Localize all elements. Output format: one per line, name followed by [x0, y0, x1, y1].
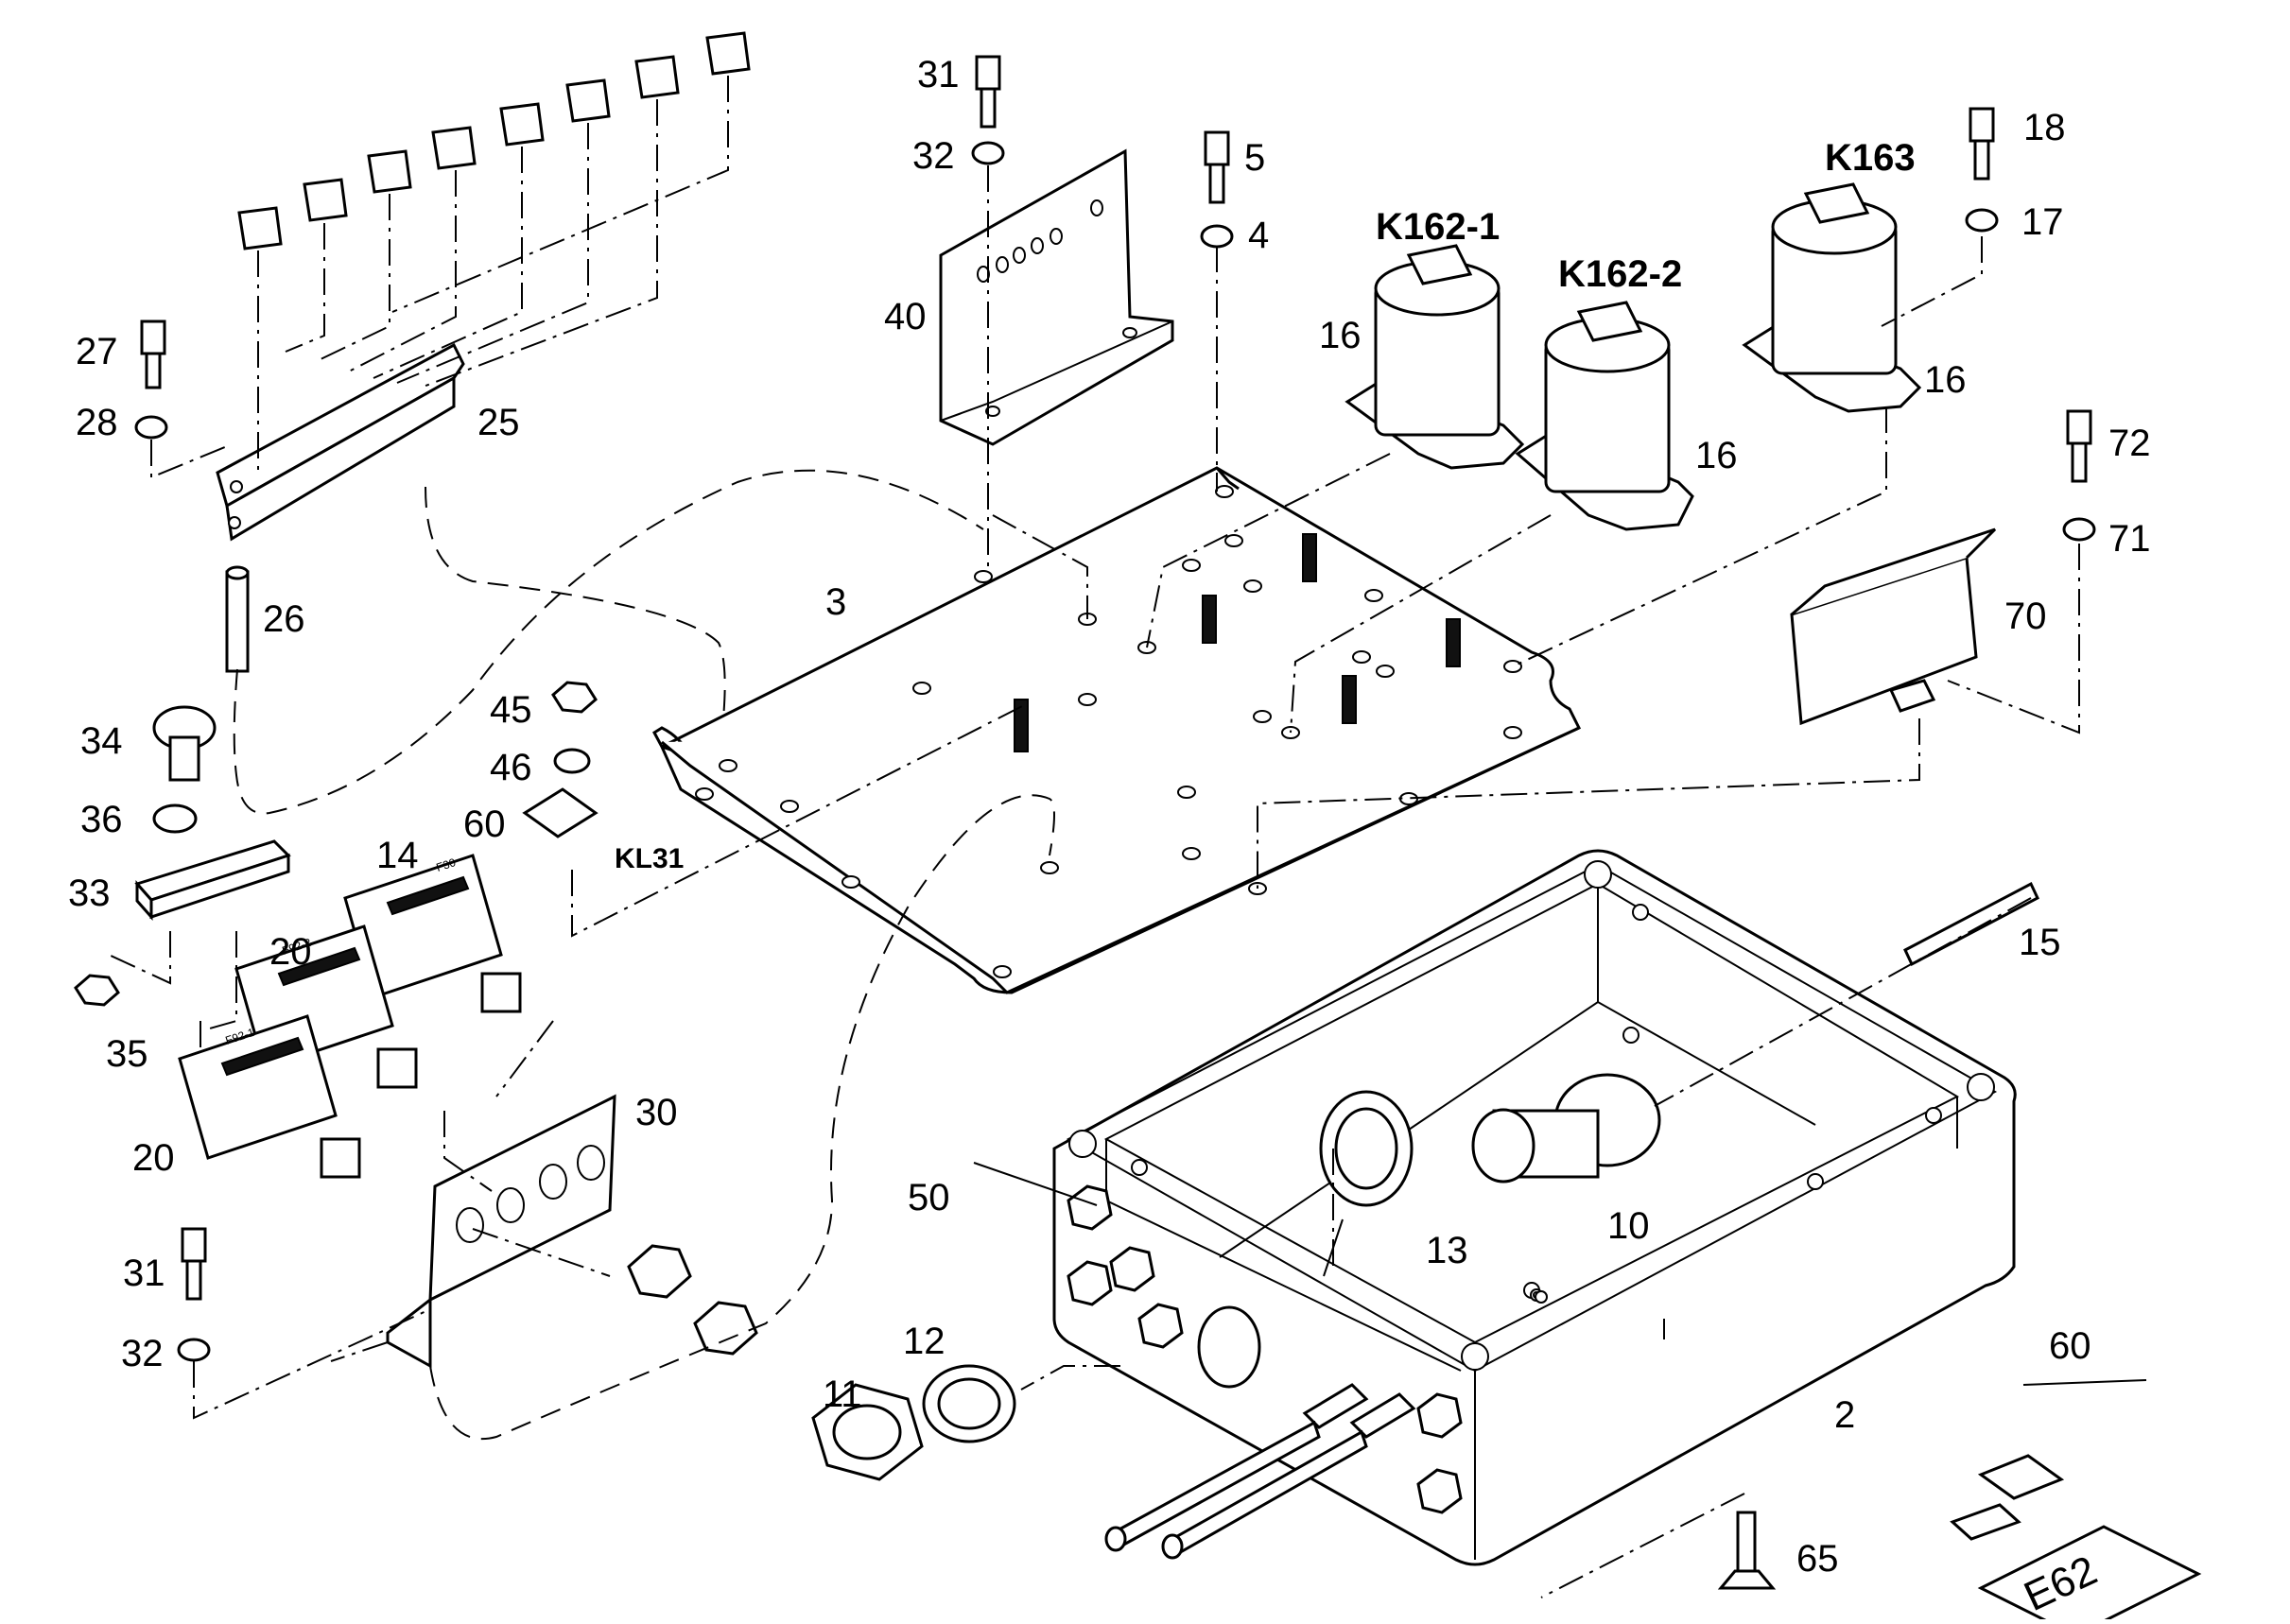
module-70: [1790, 527, 1997, 726]
callout-11: 11: [823, 1373, 862, 1415]
callout-30: 30: [635, 1092, 678, 1133]
nut-bracket-a: [627, 1244, 692, 1299]
relay-label-k163: K163: [1825, 137, 1916, 179]
callout-20-lower: 20: [132, 1137, 175, 1179]
fuse-label-f30: F30: [435, 855, 458, 874]
cable-15: [1903, 881, 2039, 967]
screw-34: [152, 705, 217, 782]
washer-71: [2062, 517, 2096, 542]
seal-ring-12: [922, 1364, 1016, 1443]
screw-65: [1717, 1511, 1777, 1590]
callout-50: 50: [908, 1177, 950, 1218]
seal-ring-13: [1319, 1090, 1414, 1207]
callout-60-small: 60: [463, 803, 506, 845]
callout-15: 15: [2019, 922, 2061, 963]
connector-10: [1471, 1073, 1661, 1183]
callout-14: 14: [376, 835, 419, 876]
washer-32-bottom: [177, 1338, 211, 1362]
callout-16-b: 16: [1695, 435, 1738, 476]
callout-60-set: 60: [2049, 1325, 2091, 1367]
callout-leaders: [973, 1162, 2147, 1386]
hex-nut-11: [811, 1383, 924, 1481]
callout-18: 18: [2023, 107, 2066, 148]
screw-31-top: [975, 55, 1001, 129]
label-60-small: [522, 787, 599, 838]
callout-26: 26: [263, 598, 305, 640]
relay-k162-2: [1515, 301, 1694, 531]
callout-12: 12: [903, 1321, 945, 1362]
housing-box: [1052, 849, 2017, 1566]
callout-72: 72: [2108, 423, 2151, 464]
callout-32-top: 32: [912, 135, 955, 177]
callout-34: 34: [80, 720, 123, 762]
callout-40: 40: [884, 296, 927, 337]
callout-45: 45: [490, 689, 532, 731]
screw-18: [1969, 107, 1995, 181]
screw-5: [1204, 130, 1230, 204]
callout-71: 71: [2108, 518, 2151, 560]
assembly-center-lines: [108, 76, 2080, 1598]
standoff-spacer: [225, 565, 250, 673]
bracket-panel-30: [386, 1094, 616, 1369]
bracket-angle: [939, 148, 1174, 446]
relay-k162-1: [1345, 244, 1525, 470]
callout-17: 17: [2021, 201, 2064, 243]
nut-35: [74, 974, 120, 1007]
callout-16-c: 16: [1924, 359, 1967, 401]
washer-32-top: [971, 141, 1005, 165]
mounting-plate: [652, 466, 1582, 994]
callout-32-bottom: 32: [121, 1333, 164, 1374]
screw-72: [2066, 409, 2092, 483]
relay-k163: [1742, 182, 1922, 413]
callout-31-bottom: 31: [123, 1253, 165, 1294]
nut-45: [551, 681, 598, 714]
terminal-label-kl31: KL31: [615, 843, 684, 874]
callout-3: 3: [825, 581, 846, 623]
washer-4: [1200, 224, 1234, 249]
screw-31-bottom: [181, 1227, 207, 1301]
callout-16-a: 16: [1319, 315, 1362, 356]
terminal-strip-33: [134, 839, 291, 921]
callout-31-top: 31: [917, 54, 960, 95]
callout-65: 65: [1796, 1538, 1839, 1580]
callout-27: 27: [76, 331, 118, 372]
callout-5: 5: [1244, 137, 1265, 179]
fuse-holder-block: [216, 342, 465, 542]
relay-label-k162-2: K162-2: [1558, 253, 1682, 295]
screw-27: [140, 320, 166, 389]
callout-4: 4: [1248, 215, 1269, 256]
callout-46: 46: [490, 747, 532, 788]
callout-25: 25: [477, 402, 520, 443]
callout-33: 33: [68, 872, 111, 914]
callout-13: 13: [1426, 1230, 1468, 1271]
relay-label-k162-1: K162-1: [1376, 206, 1500, 248]
washer-46: [553, 748, 591, 774]
callout-2: 2: [1834, 1394, 1855, 1436]
washer-17: [1965, 208, 1999, 233]
fuse-blade-set: [237, 31, 751, 251]
washer-28: [134, 415, 168, 440]
washer-36: [152, 803, 198, 834]
callout-28: 28: [76, 402, 118, 443]
callout-10: 10: [1607, 1205, 1650, 1247]
callout-35: 35: [106, 1033, 148, 1075]
nut-bracket-b: [693, 1301, 758, 1356]
fuse-windows: [220, 875, 470, 1077]
callout-36: 36: [80, 799, 123, 840]
callout-70: 70: [2004, 596, 2047, 637]
